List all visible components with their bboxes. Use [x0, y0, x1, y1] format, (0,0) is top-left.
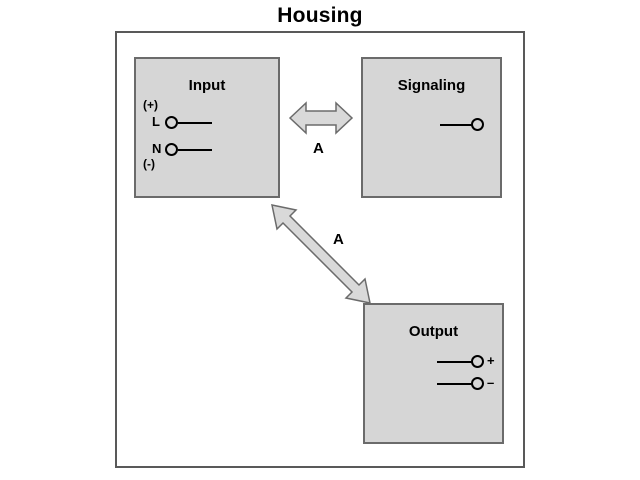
arrow-input-signaling-label: A [313, 140, 324, 157]
input-terminal-wire-n [178, 149, 212, 151]
block-output-title: Output [408, 323, 459, 340]
block-input-title: Input [188, 77, 226, 94]
signaling-terminal-circle [471, 118, 484, 131]
output-terminal-label-plus: + [487, 353, 495, 368]
arrow-input-output-label: A [333, 231, 344, 248]
input-polarity-plus: (+) [143, 98, 158, 112]
page-title: Housing [277, 4, 363, 27]
block-signaling-title: Signaling [397, 77, 466, 94]
output-terminal-label-minus: – [487, 375, 495, 390]
input-terminal-label-l: L [152, 114, 160, 129]
block-input: Input [134, 57, 280, 198]
input-terminal-wire-l [178, 122, 212, 124]
output-terminal-wire-minus [437, 383, 472, 385]
signaling-terminal-wire [440, 124, 472, 126]
output-terminal-circle-plus [471, 355, 484, 368]
output-terminal-circle-minus [471, 377, 484, 390]
input-terminal-circle-n [165, 143, 178, 156]
input-terminal-label-n: N [152, 141, 162, 156]
input-terminal-circle-l [165, 116, 178, 129]
output-terminal-wire-plus [437, 361, 472, 363]
arrow-input-output [271, 204, 371, 304]
block-output: Output [363, 303, 504, 444]
arrow-input-signaling [288, 101, 354, 135]
input-polarity-minus: (-) [143, 157, 155, 171]
